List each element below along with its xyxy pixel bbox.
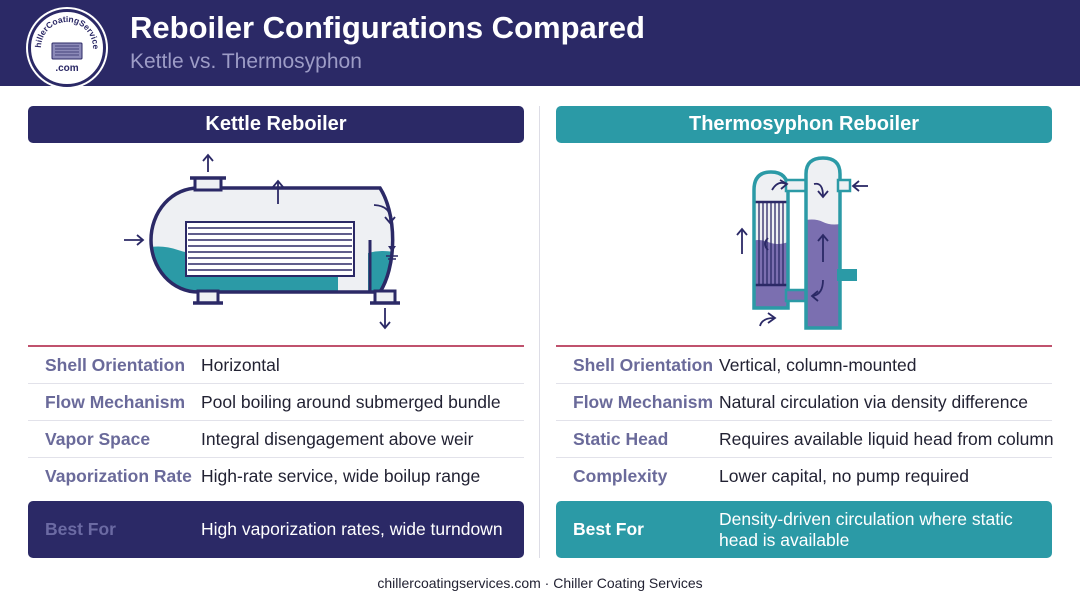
table-row: Vaporization Rate High-rate service, wid…	[28, 458, 524, 495]
row-value: Requires available liquid head from colu…	[719, 428, 1054, 449]
table-row: Shell Orientation Horizontal	[28, 347, 524, 384]
flow-arrows	[124, 153, 396, 330]
kettle-spec-table: Shell Orientation Horizontal Flow Mechan…	[28, 345, 524, 495]
column-divider	[539, 106, 540, 558]
table-row: Flow Mechanism Pool boiling around subme…	[28, 384, 524, 421]
thermosyphon-panel-title: Thermosyphon Reboiler	[556, 106, 1052, 143]
row-label: Vapor Space	[45, 428, 151, 449]
row-label: Static Head	[573, 428, 669, 449]
best-for-value: High vaporization rates, wide turndown	[201, 519, 503, 539]
best-for-label: Best For	[45, 519, 116, 539]
column-nozzles	[836, 178, 857, 281]
row-value: Integral disengagement above weir	[201, 428, 474, 449]
row-value: High-rate service, wide boilup range	[201, 466, 481, 486]
kettle-bottom-nozzles	[193, 289, 400, 305]
kettle-panel-title: Kettle Reboiler	[28, 106, 524, 143]
row-label: Vaporization Rate	[45, 466, 192, 486]
thermosyphon-best-for-box: Best For Density-driven circulation wher…	[556, 501, 1052, 558]
footer-credit: chillercoatingservices.com · Chiller Coa…	[377, 575, 703, 591]
row-label: Flow Mechanism	[45, 391, 186, 412]
best-for-value: Density-driven circulation where static …	[719, 508, 1013, 550]
column-liquid	[806, 219, 840, 328]
kettle-vapor-nozzle	[190, 176, 226, 192]
page-title: Reboiler Configurations Compared	[130, 10, 645, 45]
row-label: Shell Orientation	[573, 354, 714, 375]
best-for-label: Best For	[573, 519, 644, 539]
row-value: Pool boiling around submerged bundle	[201, 391, 501, 412]
chiller-unit-icon	[51, 42, 83, 60]
logo-text-bottom: .com	[55, 63, 78, 74]
exchanger-liquid	[754, 240, 788, 308]
thermosyphon-reboiler-diagram	[736, 156, 868, 330]
kettle-tube-bundle	[185, 221, 355, 277]
row-value: Horizontal	[201, 354, 280, 375]
row-value: Natural circulation via density differen…	[719, 391, 1029, 412]
row-label: Shell Orientation	[45, 354, 186, 375]
row-value: Vertical, column-mounted	[719, 354, 917, 375]
row-value: Lower capital, no pump required	[719, 466, 970, 486]
table-row: Flow Mechanism Natural circulation via d…	[556, 384, 1052, 421]
table-row: Complexity Lower capital, no pump requir…	[556, 458, 1052, 495]
table-row: Static Head Requires available liquid he…	[556, 421, 1054, 458]
thermosyphon-spec-table: Shell Orientation Vertical, column-mount…	[556, 345, 1054, 495]
table-row: Vapor Space Integral disengagement above…	[28, 421, 524, 458]
kettle-best-for-box: Best For High vaporization rates, wide t…	[28, 501, 524, 558]
exchanger-tubes	[754, 200, 788, 287]
page-subtitle: Kettle vs. Thermosyphon	[130, 50, 362, 73]
kettle-reboiler-diagram	[124, 153, 400, 330]
row-label: Flow Mechanism	[573, 391, 714, 412]
circulation-arrows	[736, 179, 868, 327]
table-row: Shell Orientation Vertical, column-mount…	[556, 347, 1052, 384]
liquid-level-icon	[386, 246, 398, 260]
row-label: Complexity	[573, 466, 668, 486]
